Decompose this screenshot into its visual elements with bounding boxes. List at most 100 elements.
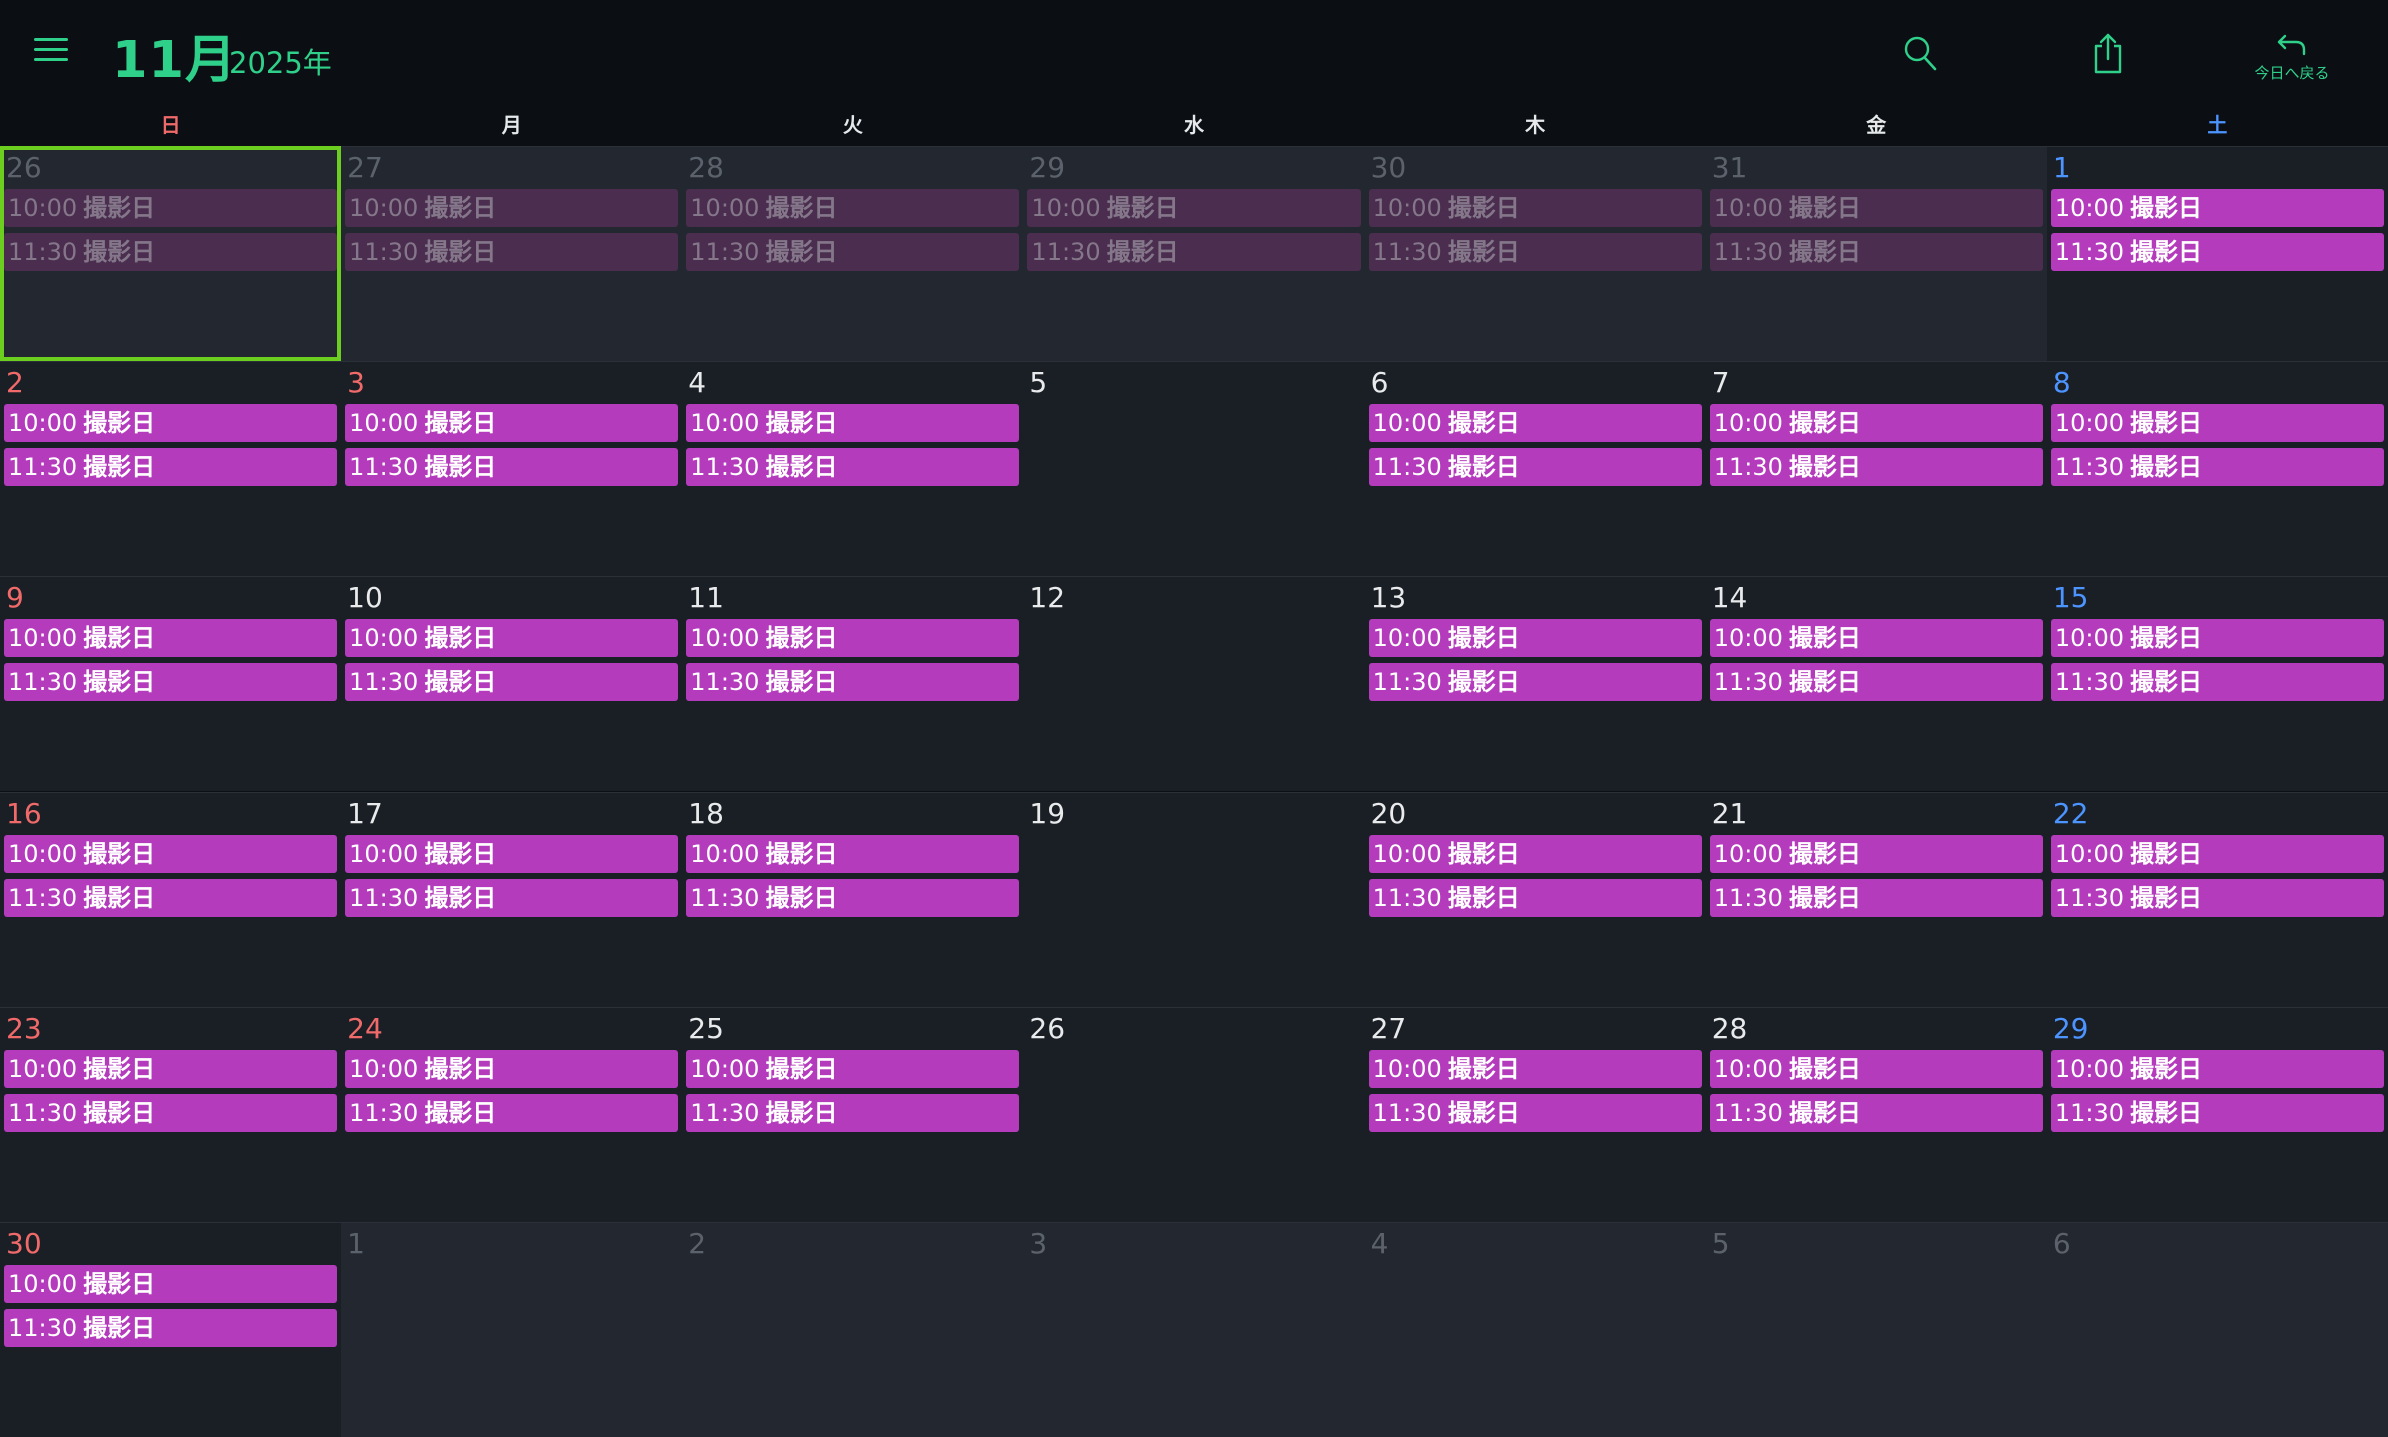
menu-icon[interactable] — [34, 36, 68, 64]
day-cell[interactable]: 26 — [1023, 1006, 1365, 1222]
day-cell[interactable]: 3 — [1023, 1221, 1365, 1437]
day-cell[interactable]: 19 — [1023, 791, 1365, 1007]
back-to-today-button[interactable]: 今日へ戻る — [2244, 28, 2340, 88]
search-icon[interactable] — [1902, 34, 1938, 74]
day-cell[interactable]: 6 — [2046, 1221, 2388, 1437]
day-cell[interactable]: 5 — [1705, 1221, 2047, 1437]
day-cell[interactable]: 12 — [1023, 576, 1365, 792]
day-cell[interactable]: 4 — [1364, 1221, 1706, 1437]
share-icon[interactable] — [2092, 32, 2124, 74]
day-cell[interactable]: 2 — [682, 1221, 1024, 1437]
